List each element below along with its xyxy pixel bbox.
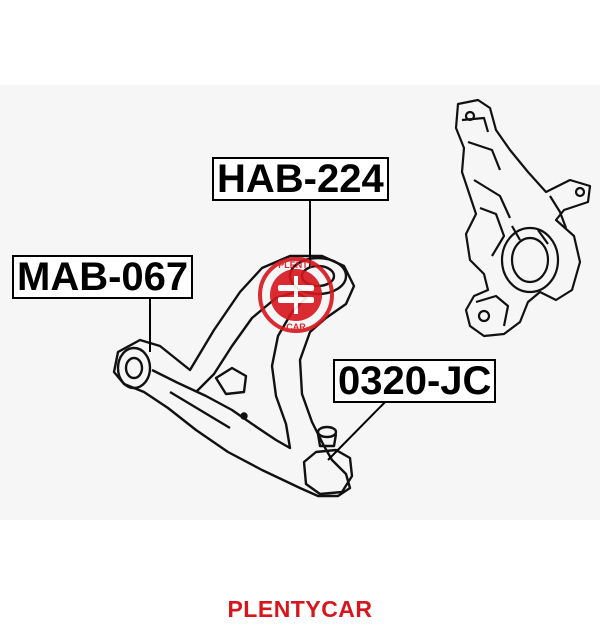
part-label-0320-jc: 0320-JC xyxy=(333,359,497,403)
watermark-seal: PLENTY CAR xyxy=(258,257,334,333)
leader-line-jc xyxy=(327,396,391,461)
part-label-mab-067: MAB-067 xyxy=(12,255,194,299)
part-label-hab-224: HAB-224 xyxy=(212,157,389,201)
brand-footer: PLENTYCAR xyxy=(227,596,373,622)
steering-knuckle xyxy=(454,98,592,338)
leader-lines xyxy=(149,199,391,461)
watermark-text-bottom: CAR xyxy=(286,322,306,332)
top-margin xyxy=(0,0,600,85)
watermark-text-top: PLENTY xyxy=(278,260,314,270)
